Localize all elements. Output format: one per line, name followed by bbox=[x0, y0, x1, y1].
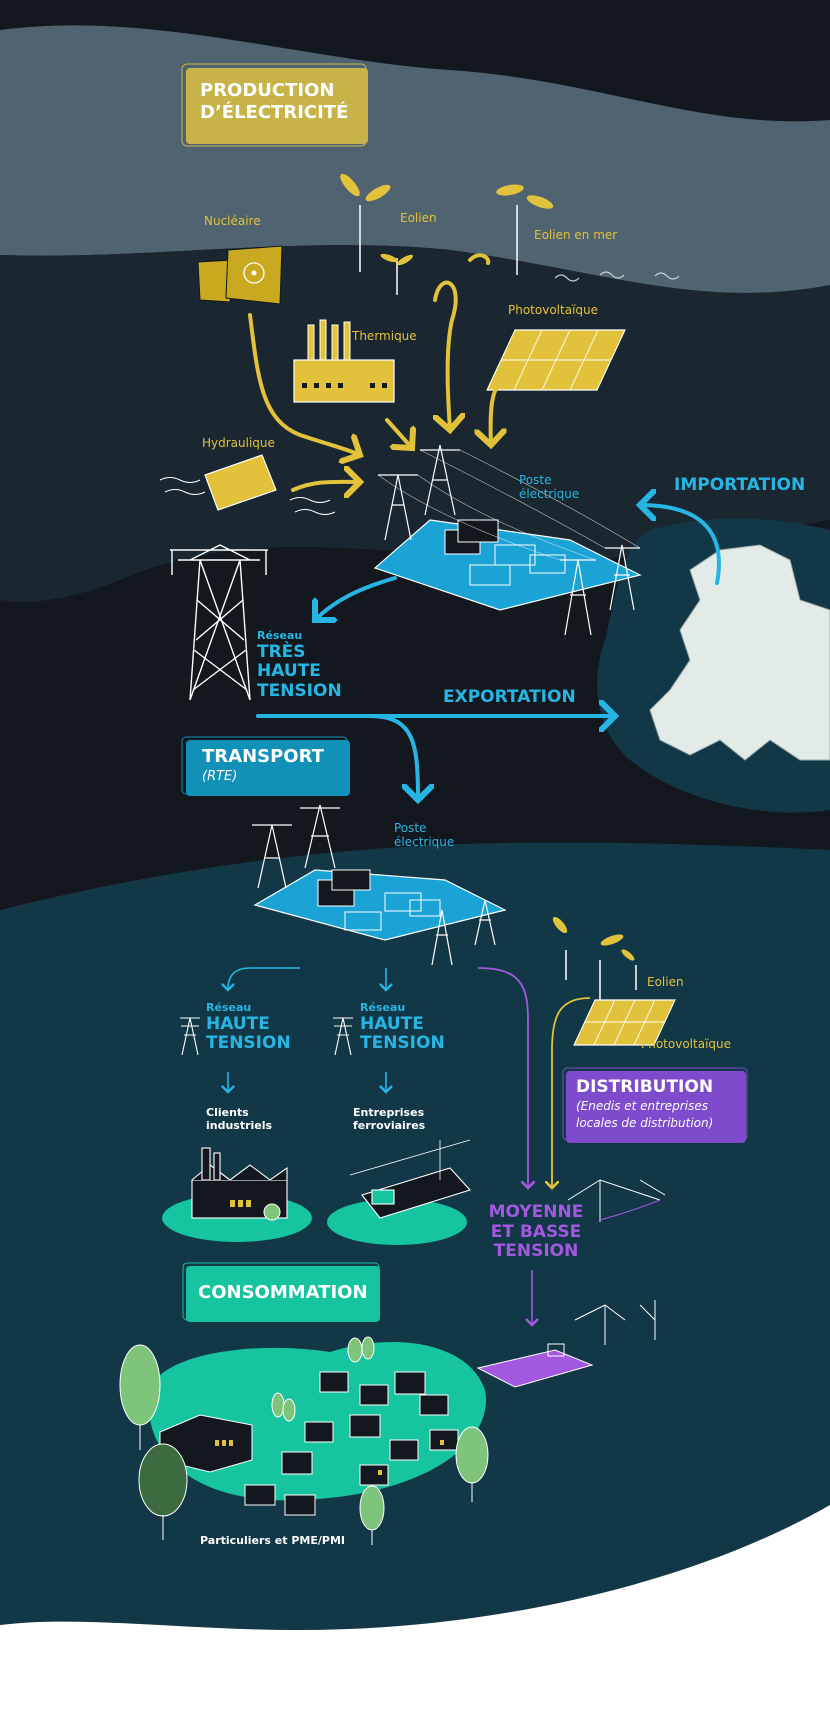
solar-label: Photovoltaïque bbox=[508, 303, 599, 317]
importation-label: IMPORTATION bbox=[674, 475, 806, 495]
transport-subtitle: (RTE) bbox=[202, 769, 238, 784]
wind-label: Eolien bbox=[400, 211, 437, 225]
production-title: PRODUCTION D’ÉLECTRICITÉ bbox=[200, 80, 349, 123]
ht-network-right-label: Réseau HAUTE TENSION bbox=[360, 1001, 445, 1054]
tht-network-label: Réseau TRÈS HAUTE TENSION bbox=[257, 629, 342, 701]
distribution-subtitle-2: locales de distribution) bbox=[576, 1116, 714, 1130]
consommation-title: CONSOMMATION bbox=[198, 1282, 368, 1303]
transport-title: TRANSPORT bbox=[202, 746, 324, 767]
consommation-box: CONSOMMATION bbox=[186, 1266, 380, 1322]
nuclear-label: Nucléaire bbox=[204, 214, 261, 228]
local-solar-label: Photovoltaïque bbox=[641, 1037, 732, 1051]
distribution-box: DISTRIBUTION (Enedis et entreprises loca… bbox=[566, 1071, 746, 1143]
ht-network-left-label: Réseau HAUTE TENSION bbox=[206, 1001, 291, 1054]
thermal-label: Thermique bbox=[352, 329, 417, 343]
local-wind-label: Eolien bbox=[647, 975, 684, 989]
hydro-label: Hydraulique bbox=[202, 436, 275, 450]
offshore-wind-label: Eolien en mer bbox=[534, 228, 618, 242]
exportation-label: EXPORTATION bbox=[443, 687, 576, 707]
distribution-title: DISTRIBUTION bbox=[576, 1077, 714, 1097]
distribution-subtitle-1: (Enedis et entreprises bbox=[576, 1099, 708, 1113]
particuliers-label: Particuliers et PME/PMI bbox=[200, 1534, 345, 1547]
transport-box: TRANSPORT (RTE) bbox=[186, 740, 350, 796]
